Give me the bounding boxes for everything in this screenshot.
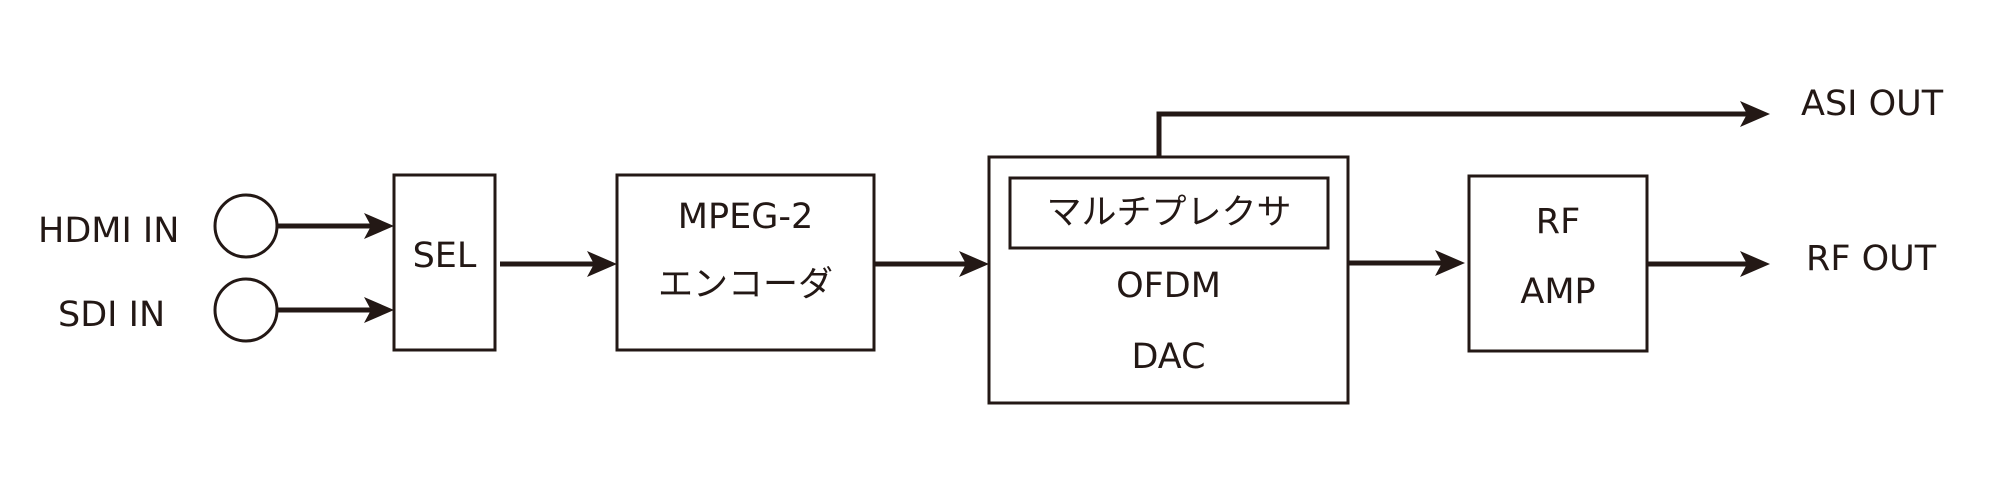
encoder-label-line2: エンコーダ bbox=[658, 265, 833, 305]
mpeg2-encoder-block: MPEG-2 エンコーダ bbox=[615, 173, 876, 352]
rf-amp-label-line1: RF bbox=[1536, 202, 1580, 242]
multiplexer-label: マルチプレクサ bbox=[1046, 193, 1291, 233]
hdmi-in-label: HDMI IN bbox=[38, 211, 179, 251]
asi-out-label: ASI OUT bbox=[1801, 84, 1944, 124]
encoder-to-modulator-arrow bbox=[874, 251, 989, 277]
sdi-to-sel-arrow bbox=[277, 297, 394, 323]
hdmi-connector-icon bbox=[213, 193, 279, 259]
rf-out-arrow bbox=[1647, 251, 1770, 277]
rf-amp-block: RF AMP bbox=[1467, 174, 1649, 353]
dac-label: DAC bbox=[1131, 337, 1205, 377]
sdi-in-label: SDI IN bbox=[58, 295, 165, 335]
asi-out-arrow bbox=[1156, 101, 1770, 157]
hdmi-to-sel-arrow bbox=[277, 213, 394, 239]
sel-label: SEL bbox=[413, 236, 477, 276]
sel-to-encoder-arrow bbox=[500, 251, 617, 277]
multiplexer-block: マルチプレクサ bbox=[1008, 176, 1330, 250]
ofdm-label: OFDM bbox=[1116, 266, 1221, 306]
sel-block: SEL bbox=[392, 173, 497, 352]
sdi-connector-icon bbox=[213, 277, 279, 343]
modulator-block: マルチプレクサ OFDM DAC bbox=[987, 155, 1350, 405]
modulator-to-rfamp-arrow bbox=[1348, 250, 1465, 276]
rf-amp-label-line2: AMP bbox=[1520, 272, 1595, 312]
encoder-label-line1: MPEG-2 bbox=[678, 197, 813, 237]
rf-out-label: RF OUT bbox=[1806, 239, 1937, 279]
